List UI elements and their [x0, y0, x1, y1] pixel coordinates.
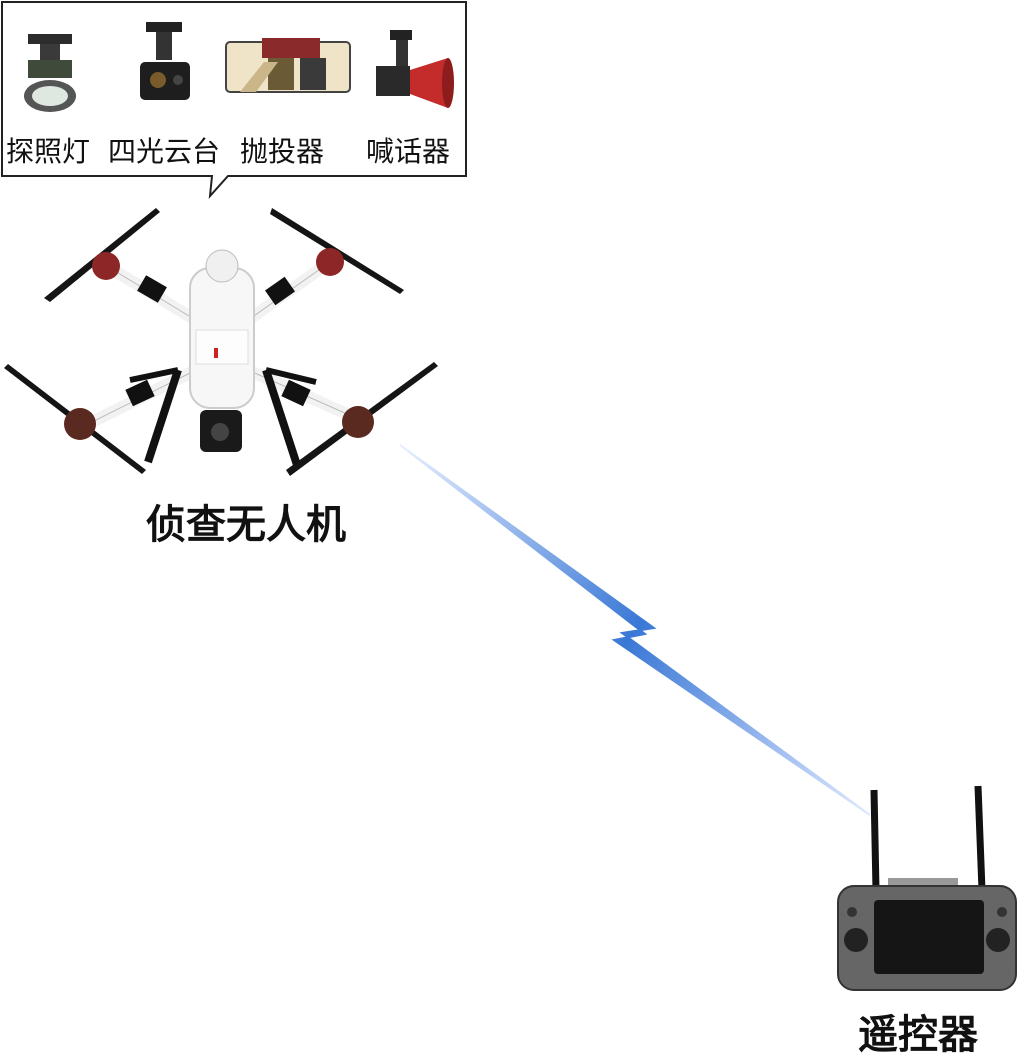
drone-label: 侦查无人机	[146, 501, 346, 548]
payload-label-searchlight: 探照灯	[6, 135, 91, 168]
payload-label-gimbal: 四光云台	[108, 135, 221, 168]
payload-label-loudspeaker: 喊话器	[366, 135, 451, 168]
quadcopter-icon	[4, 208, 438, 476]
loudspeaker-icon	[376, 30, 454, 108]
searchlight-icon	[24, 34, 76, 112]
dropper-icon	[225, 38, 351, 93]
gimbal-camera-icon	[140, 22, 190, 100]
payload-label-dropper: 抛投器	[240, 135, 325, 168]
remote-controller-icon	[837, 785, 1017, 991]
wireless-link-icon	[399, 444, 871, 816]
controller-label: 遥控器	[858, 1011, 978, 1058]
